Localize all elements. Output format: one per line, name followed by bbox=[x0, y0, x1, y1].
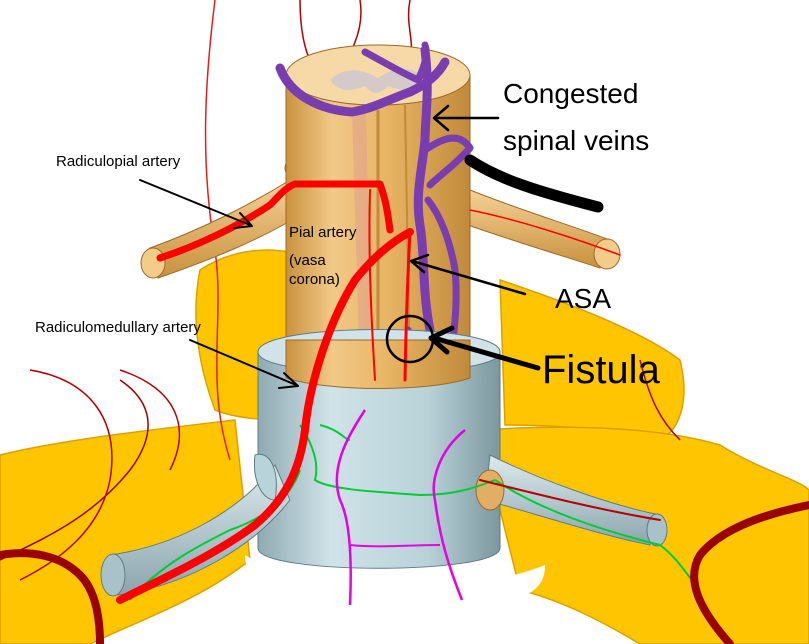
vein-branch-upper bbox=[421, 134, 474, 189]
annotation-arrows bbox=[139, 104, 604, 389]
spinal-cord-shade-band bbox=[352, 110, 372, 380]
nerve-root-right-end bbox=[593, 238, 621, 270]
spinal-cord-top bbox=[285, 44, 471, 106]
green-vessel-3 bbox=[494, 479, 701, 591]
nerve-root-left-end bbox=[140, 247, 166, 279]
pial-artery bbox=[368, 189, 376, 381]
arrow-congested-veins bbox=[432, 104, 500, 132]
anterior-spinal-artery bbox=[403, 230, 412, 382]
label-radiculopial-artery: Radiculopial artery bbox=[56, 153, 181, 170]
magenta-vessel-1 bbox=[335, 409, 367, 606]
thin-artery-8 bbox=[639, 359, 681, 441]
root-sleeve-right-end bbox=[646, 513, 668, 547]
arrow-asa bbox=[409, 253, 527, 296]
root-sleeve-right-root bbox=[475, 469, 505, 511]
arteries bbox=[0, 180, 809, 644]
green-vessel-1 bbox=[299, 424, 496, 497]
dural-fine-vessels bbox=[129, 409, 701, 606]
root-sleeves bbox=[100, 453, 668, 597]
vertebral-body bbox=[0, 419, 251, 644]
label-congested-line2: spinal veins bbox=[503, 125, 649, 156]
arrow-radiculopial bbox=[139, 179, 253, 229]
label-pial-artery-line1: Pial artery bbox=[289, 224, 357, 241]
radiculopial-artery bbox=[156, 180, 394, 262]
thin-artery-5 bbox=[0, 379, 149, 561]
cord-in-dura bbox=[285, 339, 471, 389]
radiculomedullary-artery bbox=[116, 228, 414, 604]
arrow-radiculomedullary bbox=[189, 339, 299, 389]
thin-artery-right-sleeve bbox=[479, 479, 661, 521]
root-sleeve-left bbox=[109, 464, 291, 596]
label-congested-line1: Congested bbox=[503, 78, 638, 109]
thin-artery-right-root bbox=[469, 209, 621, 256]
root-sleeve-left-end bbox=[100, 553, 126, 597]
pointer-black-bar bbox=[464, 154, 604, 213]
labels: Radiculopial artery Pial artery (vasa co… bbox=[35, 78, 661, 392]
thin-artery-7 bbox=[119, 369, 181, 471]
label-asa: ASA bbox=[555, 283, 611, 314]
dural-sac-body bbox=[257, 351, 501, 569]
label-pial-artery-line2: (vasa bbox=[289, 252, 326, 269]
magenta-vessel-2 bbox=[432, 429, 466, 601]
label-radiculomedullary-artery: Radiculomedullary artery bbox=[35, 319, 201, 336]
spinal-canal bbox=[245, 555, 545, 615]
label-pial-artery-line3: corona) bbox=[289, 271, 340, 288]
dark-artery-left bbox=[0, 549, 104, 644]
label-fistula: Fistula bbox=[542, 348, 661, 392]
magenta-vessel-3 bbox=[349, 544, 441, 548]
root-sleeve-right bbox=[484, 454, 661, 546]
arrow-fistula bbox=[428, 325, 541, 371]
dural-sac bbox=[257, 329, 501, 569]
thin-artery-4 bbox=[299, 0, 311, 61]
dark-artery-right bbox=[690, 501, 809, 644]
